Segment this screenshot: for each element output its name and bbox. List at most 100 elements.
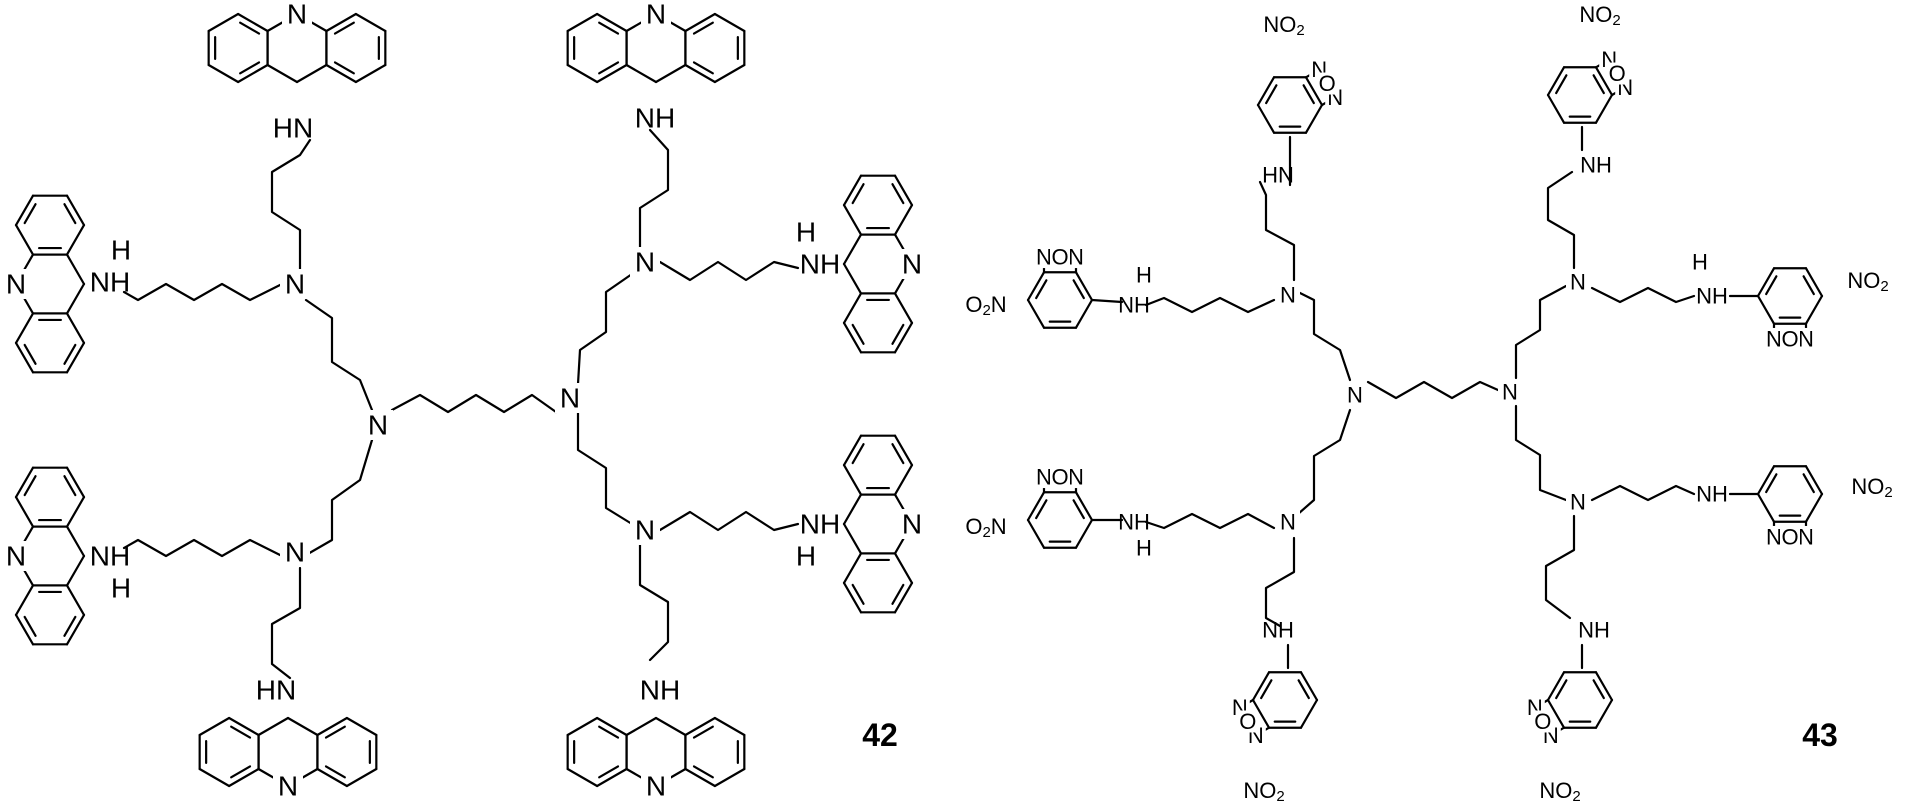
branch-n-upper-right: N [635, 247, 655, 278]
bond-chain [1264, 536, 1296, 628]
bond-line [625, 63, 658, 84]
acridine-right-lower: N [842, 434, 927, 614]
furazan-n-label: N [1068, 245, 1084, 270]
bond-line [1804, 294, 1824, 325]
acridine-n-label: N [287, 0, 307, 30]
bond-line [1765, 275, 1778, 296]
bond-line [596, 767, 628, 788]
bond-line [598, 61, 620, 75]
bond-line [65, 613, 86, 646]
bond-line [1026, 298, 1046, 329]
bond-line [1756, 492, 1776, 523]
nitro-group-label: O2N [965, 292, 1006, 319]
bond-line [1074, 271, 1094, 302]
label-backdrop [555, 383, 585, 413]
label-backdrop [280, 269, 310, 299]
label-backdrop [1050, 246, 1070, 269]
bond-line [230, 725, 252, 739]
bond-line [333, 21, 355, 35]
bond-line [893, 204, 914, 236]
nitro-group-label: NO2 [1579, 2, 1620, 29]
nitro-group-label: O2N [965, 514, 1006, 541]
bond-line [1026, 271, 1046, 302]
acridine-n-label: N [278, 771, 298, 802]
bond-line [1546, 66, 1566, 97]
nbd-top-right: NNO [1546, 47, 1636, 124]
label-backdrop [1, 269, 31, 299]
core-n-left: N [368, 410, 388, 441]
bond-line [893, 464, 914, 496]
bond-chain [1514, 404, 1568, 502]
bond-line [14, 341, 35, 374]
label-backdrop [1066, 246, 1086, 269]
bond-line [842, 581, 863, 614]
bond-chain [1366, 380, 1500, 400]
acridine-bottom-left: N [198, 716, 378, 802]
bond-line [891, 443, 905, 465]
bond-line [842, 204, 863, 236]
bond-line [286, 716, 319, 737]
bond-chain [1258, 180, 1296, 282]
bond-line [684, 767, 716, 788]
amine-label-lower-left-bottom: HN [256, 675, 296, 706]
bond-line [1072, 499, 1085, 520]
bond-line [324, 765, 346, 779]
furazan-n-label: N [1798, 524, 1814, 549]
bond-line [851, 443, 865, 465]
bond-line [654, 716, 687, 737]
amine-label-43-g: NH [1262, 618, 1294, 643]
bond-chain [122, 282, 284, 302]
bond-line [23, 343, 37, 365]
label-backdrop [282, 0, 312, 29]
bond-line [596, 63, 628, 84]
branch-n-lower-left: N [285, 537, 305, 568]
label-backdrop [1764, 525, 1784, 548]
label-backdrop [641, 0, 671, 29]
branch-n-lower-right: N [635, 515, 655, 546]
bond-line [1756, 465, 1776, 496]
amine-label-lower-right-bottom: NH [640, 675, 680, 706]
bond-line [842, 464, 863, 496]
bond-line [1804, 267, 1824, 298]
bond-line [842, 233, 863, 266]
bond-chain [658, 510, 800, 532]
bond-line [324, 725, 346, 739]
bond-line [1594, 671, 1614, 702]
bond-chain [1546, 170, 1576, 270]
bond-line [713, 767, 746, 788]
bond-line [692, 61, 714, 75]
bond-line [65, 282, 86, 315]
furazan-o-label: O [1051, 245, 1068, 270]
bond-line [65, 253, 86, 286]
bond-chain [270, 138, 312, 272]
amine-h-43-c: H [1136, 263, 1152, 288]
nbd-top-left: NNO [1256, 57, 1346, 134]
label-backdrop [1796, 327, 1816, 350]
furazan-n-label: N [1798, 326, 1814, 351]
furazan-o-label: O [1239, 709, 1256, 734]
bond-line [14, 584, 35, 616]
amine-h-upper-left: H [111, 235, 131, 266]
bond-line [65, 496, 86, 528]
label-backdrop [1780, 327, 1800, 350]
label-backdrop [630, 515, 660, 545]
bond-line [65, 584, 86, 616]
bond-chain [1590, 286, 1696, 304]
bond-chain [1514, 284, 1568, 380]
nitro-group-label: NO2 [1851, 474, 1892, 501]
bond-line [63, 343, 77, 365]
amine-label-lower-right-side: NH [800, 509, 840, 540]
label-backdrop [1498, 380, 1522, 404]
bond-line [1299, 698, 1319, 729]
bond-line [851, 583, 865, 605]
amine-label-43-a: HN [1262, 163, 1294, 188]
nitro-group-label: NO2 [1847, 268, 1888, 295]
label-backdrop [1237, 710, 1258, 733]
acridine-left-lower: N [1, 466, 86, 646]
bond-line [893, 321, 914, 354]
bond-line [65, 466, 86, 499]
